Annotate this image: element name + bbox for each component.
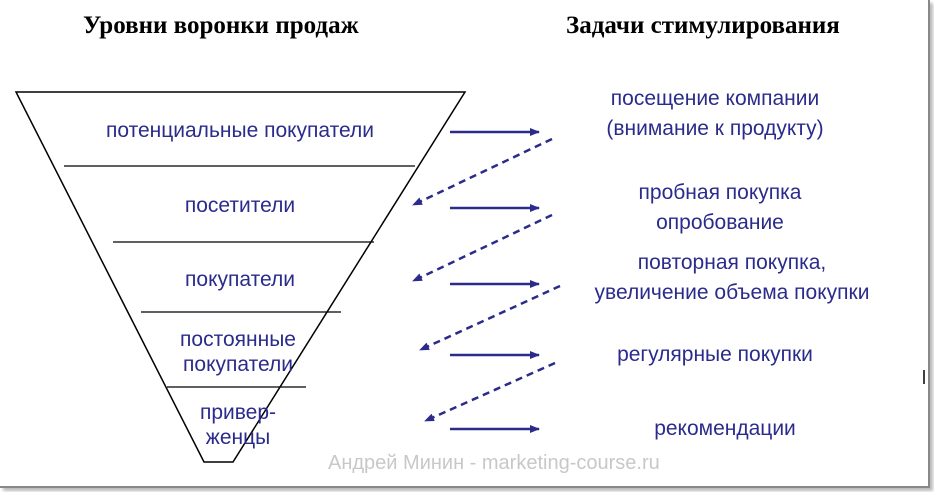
- task-label: опробование: [656, 211, 784, 234]
- level-label: женцы: [205, 426, 271, 449]
- funnel-outline: [14, 91, 467, 463]
- funnel-level-potential: потенциальные покупатели: [60, 118, 420, 143]
- dashed-arrow: [412, 137, 553, 207]
- funnel-level-regular: постоянные покупатели: [138, 327, 338, 377]
- task-repeat: повторная покупка, увеличение объема пок…: [555, 248, 909, 308]
- task-label: рекомендации: [654, 417, 796, 440]
- task-visit: посещение компании (внимание к продукту): [560, 84, 870, 144]
- task-label: увеличение объема покупки: [594, 281, 870, 304]
- task-recommend: рекомендации: [570, 414, 880, 444]
- task-trial: пробная покупка опробование: [565, 178, 875, 238]
- watermark: Андрей Минин - marketing-course.ru: [328, 452, 660, 474]
- task-label: регулярные покупки: [617, 343, 813, 366]
- funnel-level-adherents: привер- женцы: [138, 400, 338, 450]
- task-label: посещение компании: [610, 87, 820, 110]
- level-label: покупатели: [183, 353, 293, 376]
- level-label: привер-: [199, 401, 277, 424]
- task-label: повторная покупка,: [637, 251, 827, 274]
- funnel-heading: Уровни воронки продаж: [83, 12, 359, 39]
- funnel-level-buyers: покупатели: [140, 267, 340, 292]
- tasks-heading: Задачи стимулирования: [566, 12, 840, 39]
- dashed-arrow: [424, 361, 556, 423]
- level-label: посетители: [184, 194, 296, 217]
- dashed-arrow: [419, 284, 561, 352]
- task-label: (внимание к продукту): [606, 117, 824, 140]
- funnel-level-visitors: посетители: [140, 193, 340, 218]
- task-regular: регулярные покупки: [560, 340, 870, 370]
- level-label: потенциальные покупатели: [106, 119, 374, 142]
- dashed-arrow: [412, 213, 553, 283]
- level-label: покупатели: [185, 268, 295, 291]
- level-label: постоянные: [180, 328, 296, 351]
- task-label: пробная покупка: [638, 181, 802, 204]
